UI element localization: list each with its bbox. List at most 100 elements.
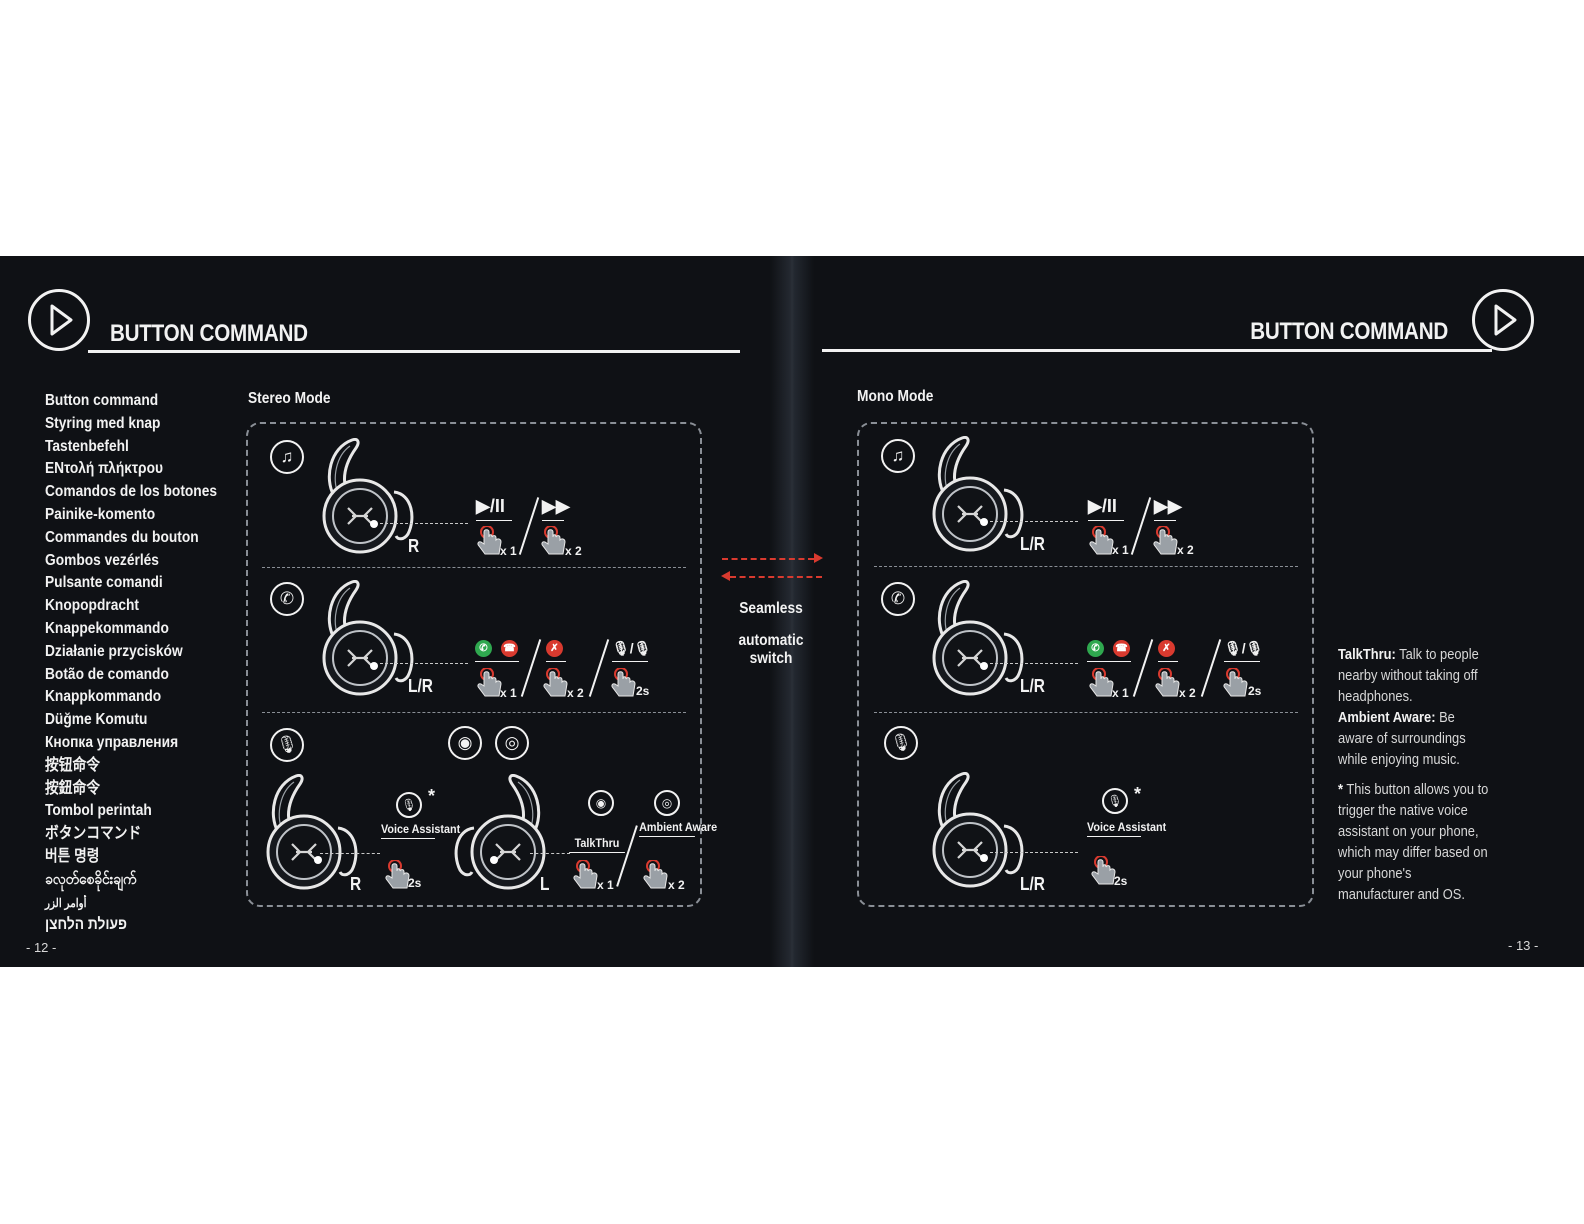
side-label: R [350,874,362,894]
play-pause-icon: ▶/II [476,496,505,516]
row-separator [874,712,1298,713]
language-item: Painike-komento [45,505,156,523]
language-item: Button command [45,392,159,409]
underline [1154,520,1176,521]
language-item: ခလုတ်စေခိုင်းချက် [45,870,137,888]
tap-count: x 1 [1112,686,1129,700]
talkthru-icon: ◉ [448,726,482,760]
hold-duration: 2s [636,684,650,698]
underline [1088,520,1124,521]
footnote-text: This button allows you to trigger the na… [1338,781,1489,903]
hold-duration: 2s [408,876,422,890]
language-item: Botão de comando [45,665,169,683]
talkthru-note: TalkThru: Talk to people nearby without … [1338,644,1489,707]
tap-count: x 2 [567,686,584,700]
row-separator [262,712,686,713]
language-item: ボタンコマンド [45,825,142,843]
language-item: Commandes du bouton [45,528,199,546]
underline [475,661,519,662]
page-gutter [770,256,814,967]
underline [1087,661,1131,662]
phone-reject-icon: ☎ [501,640,518,657]
talkthru-text: Talk to people nearby without taking off… [1338,646,1479,705]
language-item: أوامر الزر [45,895,87,910]
phone-reject-icon: ✗ [1158,640,1175,657]
underline [1158,661,1178,662]
play-icon [1472,289,1534,351]
language-item: Tombol perintah [45,802,152,820]
music-note-icon: ♫ [270,440,304,474]
side-label: L/R [1020,676,1045,696]
underline [546,661,566,662]
switch-caption-line2: automatic switch [738,632,804,667]
tap-count: x 1 [500,686,517,700]
page-title: BUTTON COMMAND [1250,318,1448,345]
language-item: ENτολή πλήκτρου [45,460,163,478]
tap-count: x 1 [1112,543,1129,557]
talkthru-label: TalkThru [569,836,625,853]
switch-caption-line1: Seamless [739,600,803,617]
hold-duration: 2s [1248,684,1262,698]
tap-count: x 1 [597,878,614,892]
phone-reject-icon: ✗ [546,640,563,657]
row-separator [874,566,1298,567]
title-rule [88,350,740,353]
finger-tap-icon [540,526,566,555]
stereo-mode-panel [246,422,702,907]
phone-reject-icon: ☎ [1113,640,1130,657]
arrow-left [730,576,822,578]
language-item: 按鈕命令 [45,779,101,797]
mono-mode-panel [857,422,1314,907]
language-item: Knappekommando [45,619,169,637]
finger-tap-icon [1222,668,1248,697]
ambient-aware-icon: ◎ [654,790,680,816]
hold-duration: 2s [1114,874,1128,888]
earbud-right-image [322,438,414,554]
pointer-line [320,853,380,854]
pointer-line [990,521,1078,522]
underline [542,520,564,521]
footnote-asterisk: * [1134,784,1142,804]
tap-count: x 2 [1179,686,1196,700]
voice-assistant-label: Voice Assistant [1087,820,1166,837]
mono-mode-label: Mono Mode [857,388,934,405]
fast-forward-icon: ▶▶ [542,496,570,516]
page-number: - 13 - [1508,938,1539,953]
earbud-image [932,580,1024,696]
underline [476,520,512,521]
side-label: L/R [1020,534,1045,554]
tap-count: x 2 [1177,543,1194,557]
tap-count: x 1 [500,544,517,558]
play-icon [28,289,90,351]
language-item: Knopopdracht [45,597,140,615]
phone-icon: ✆ [881,582,915,616]
arrow-head [721,571,730,581]
side-label: L [540,874,550,894]
voice-assistant-label: Voice Assistant [381,822,460,839]
music-note-icon: ♫ [881,439,915,473]
finger-tap-icon [542,668,568,697]
pointer-line [380,663,468,664]
phone-accept-icon: ✆ [1087,640,1104,657]
language-item: Knappkommando [45,688,162,706]
side-label: L/R [408,676,433,696]
phone-icon: ✆ [270,582,304,616]
language-item: Styring med knap [45,414,161,432]
side-label: L/R [1020,874,1045,894]
phone-accept-icon: ✆ [475,640,492,657]
language-item: 버튼 명령 [45,847,100,865]
page-title: BUTTON COMMAND [110,320,308,347]
tap-count: x 2 [565,544,582,558]
finger-tap-icon [1152,526,1178,555]
ambient-aware-term: Ambient Aware: [1338,709,1436,726]
language-item: Düğme Komutu [45,711,148,729]
underline [612,661,648,662]
finger-tap-icon [572,860,598,889]
footnote: * This button allows you to trigger the … [1338,779,1489,905]
language-list: Button command Styring med knap Tastenbe… [45,390,245,937]
language-item: 按钮命令 [45,756,101,774]
language-item: Comandos de los botones [45,483,218,501]
microphone-icon: 🎙 [1102,788,1128,814]
talkthru-icon: ◉ [588,790,614,816]
finger-tap-icon [642,860,668,889]
